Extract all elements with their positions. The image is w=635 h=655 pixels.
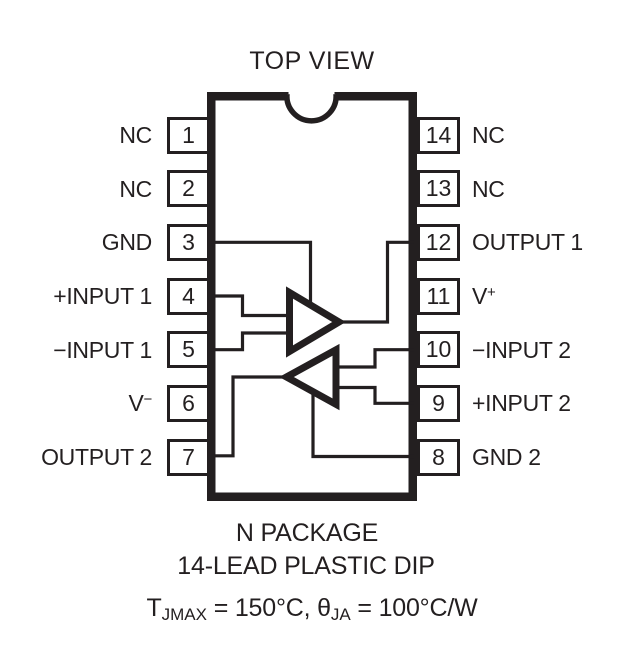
wire-minus-input1 [211, 331, 290, 352]
pin-label-10: −INPUT 2 [472, 336, 571, 368]
theta-prefix: θ [317, 594, 331, 622]
tjmax-prefix: T [146, 594, 162, 622]
pin-box-4: 4 [167, 277, 210, 315]
pin-box-9: 9 [417, 384, 460, 422]
pin-box-3: 3 [167, 223, 210, 261]
theta-value: = 100°C/W [350, 594, 478, 622]
pin-box-6: 6 [167, 384, 210, 422]
pin-box-11: 11 [417, 277, 460, 315]
pin-label-text-8: GND 2 [472, 444, 541, 470]
index-notch-icon [284, 93, 339, 124]
pin-label-text-7: OUTPUT 2 [41, 444, 152, 470]
pin-number-14: 14 [425, 121, 452, 148]
pin-label-9: +INPUT 2 [472, 389, 571, 421]
pin-number-4: 4 [182, 282, 195, 309]
pin-label-8: GND 2 [472, 443, 541, 475]
thermal-spec: TJMAX = 150°C, θJA = 100°C/W [0, 594, 624, 624]
wire-output1 [338, 240, 414, 324]
pin-label-14: NC [472, 121, 505, 153]
pin-number-10: 10 [425, 336, 452, 363]
pin-number-2: 2 [182, 175, 195, 202]
pin-number-7: 7 [182, 443, 195, 470]
package-name: N PACKAGE [235, 519, 379, 547]
pin-label-text-2: NC [119, 175, 152, 202]
wire-plus-input2 [335, 385, 414, 405]
package-type: 14-LEAD PLASTIC DIP [177, 552, 435, 580]
tjmax-value: = 150°C, [206, 594, 318, 622]
pin-box-12: 12 [417, 223, 460, 261]
pin-number-9: 9 [432, 389, 445, 416]
wire-minus-input2 [335, 348, 414, 369]
pin-number-1: 1 [182, 121, 195, 148]
wire-output2 [211, 375, 287, 458]
pin-label-6: V− [2, 389, 152, 421]
pin-label-text-12: OUTPUT 1 [472, 229, 583, 256]
theta-subscript: JA [330, 605, 351, 624]
wire-plus-input1 [211, 294, 290, 318]
pin-label-text-10: −INPUT 2 [472, 336, 571, 363]
pin-number-12: 12 [425, 228, 452, 255]
pin-label-text-3: GND [101, 229, 153, 256]
pin-label-3: GND [2, 228, 153, 260]
pin-label-5: −INPUT 1 [2, 336, 152, 368]
pin-label-text-9: +INPUT 2 [472, 390, 571, 417]
pin-number-8: 8 [432, 443, 445, 470]
pin-box-2: 2 [167, 170, 210, 208]
pin-box-10: 10 [417, 331, 460, 369]
pin-label-sup-6: − [143, 391, 153, 409]
pin-number-11: 11 [426, 282, 451, 309]
pin-label-sup-11: + [487, 284, 496, 301]
wire-gnd1 [211, 240, 313, 306]
pin-label-12: OUTPUT 1 [472, 228, 583, 260]
pin-label-2: NC [2, 175, 152, 207]
pin-label-text-1: NC [119, 122, 152, 148]
pin-label-text-4: +INPUT 1 [53, 283, 152, 309]
opamp2-icon [279, 343, 340, 411]
wire-gnd2 [311, 390, 414, 459]
pin-box-14: 14 [417, 116, 460, 154]
internal-wires [211, 240, 414, 459]
pin-label-11: V+ [472, 282, 496, 314]
pin-label-text-11: V [472, 283, 488, 309]
pin-label-7: OUTPUT 2 [2, 443, 152, 475]
pin-number-3: 3 [182, 228, 195, 255]
pin-label-text-14: NC [472, 122, 505, 148]
pin-box-5: 5 [167, 331, 210, 369]
pin-box-7: 7 [167, 438, 210, 476]
pin-label-text-13: NC [472, 175, 505, 202]
tjmax-subscript: JMAX [161, 605, 207, 624]
pin-box-1: 1 [167, 116, 210, 154]
pin-label-1: NC [2, 121, 152, 153]
pin-label-4: +INPUT 1 [2, 282, 152, 314]
diagram-title: TOP VIEW [249, 47, 375, 75]
pin-number-6: 6 [182, 389, 195, 416]
pin-box-8: 8 [417, 438, 460, 476]
opamp1-icon [286, 286, 346, 358]
pin-box-13: 13 [417, 170, 460, 208]
pin-label-13: NC [472, 175, 505, 207]
pin-number-13: 13 [425, 175, 452, 202]
pin-label-text-6: V [128, 390, 144, 417]
pin-label-text-5: −INPUT 1 [53, 336, 152, 363]
pin-number-5: 5 [182, 336, 195, 363]
